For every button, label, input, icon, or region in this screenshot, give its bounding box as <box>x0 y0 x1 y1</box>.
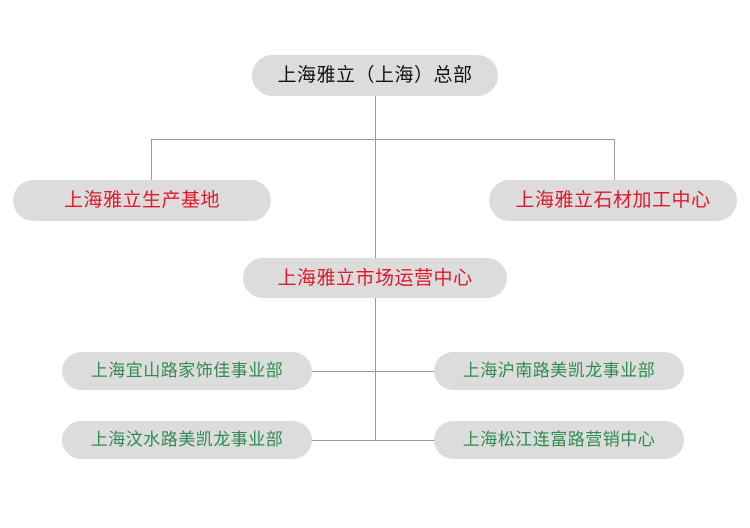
node-stone-processing-center[interactable]: 上海雅立石材加工中心 <box>489 180 737 221</box>
node-label: 上海汶水路美凯龙事业部 <box>90 429 284 450</box>
node-yishan-road-division[interactable]: 上海宜山路家饰佳事业部 <box>62 352 312 390</box>
connector-arm-wenshui <box>311 440 376 441</box>
node-label: 上海雅立市场运营中心 <box>277 266 473 289</box>
node-label: 上海雅立（上海）总部 <box>277 64 473 86</box>
connector-spine-lower <box>375 297 376 441</box>
node-root-headquarters[interactable]: 上海雅立（上海）总部 <box>252 55 498 96</box>
node-production-base[interactable]: 上海雅立生产基地 <box>13 180 271 221</box>
connector-drop-stone-processing <box>614 139 615 180</box>
node-label: 上海雅立生产基地 <box>63 189 220 211</box>
connector-root-stem <box>375 95 376 140</box>
node-songjiang-lianfu-road-center[interactable]: 上海松江连富路营销中心 <box>434 421 684 459</box>
connector-arm-songjiang <box>375 440 435 441</box>
connector-drop-production-base <box>151 139 152 180</box>
node-label: 上海沪南路美凯龙事业部 <box>462 360 656 381</box>
connector-arm-yishan <box>311 371 376 372</box>
node-hunan-road-division[interactable]: 上海沪南路美凯龙事业部 <box>434 352 684 390</box>
node-label: 上海雅立石材加工中心 <box>515 189 711 211</box>
connector-spine-upper <box>375 139 376 259</box>
node-market-operations-center[interactable]: 上海雅立市场运营中心 <box>243 258 507 298</box>
connector-level1-bar <box>151 139 615 140</box>
node-wenshui-road-division[interactable]: 上海汶水路美凯龙事业部 <box>62 421 312 459</box>
connector-arm-hunan <box>375 371 435 372</box>
node-label: 上海松江连富路营销中心 <box>462 429 656 450</box>
node-label: 上海宜山路家饰佳事业部 <box>90 360 284 381</box>
